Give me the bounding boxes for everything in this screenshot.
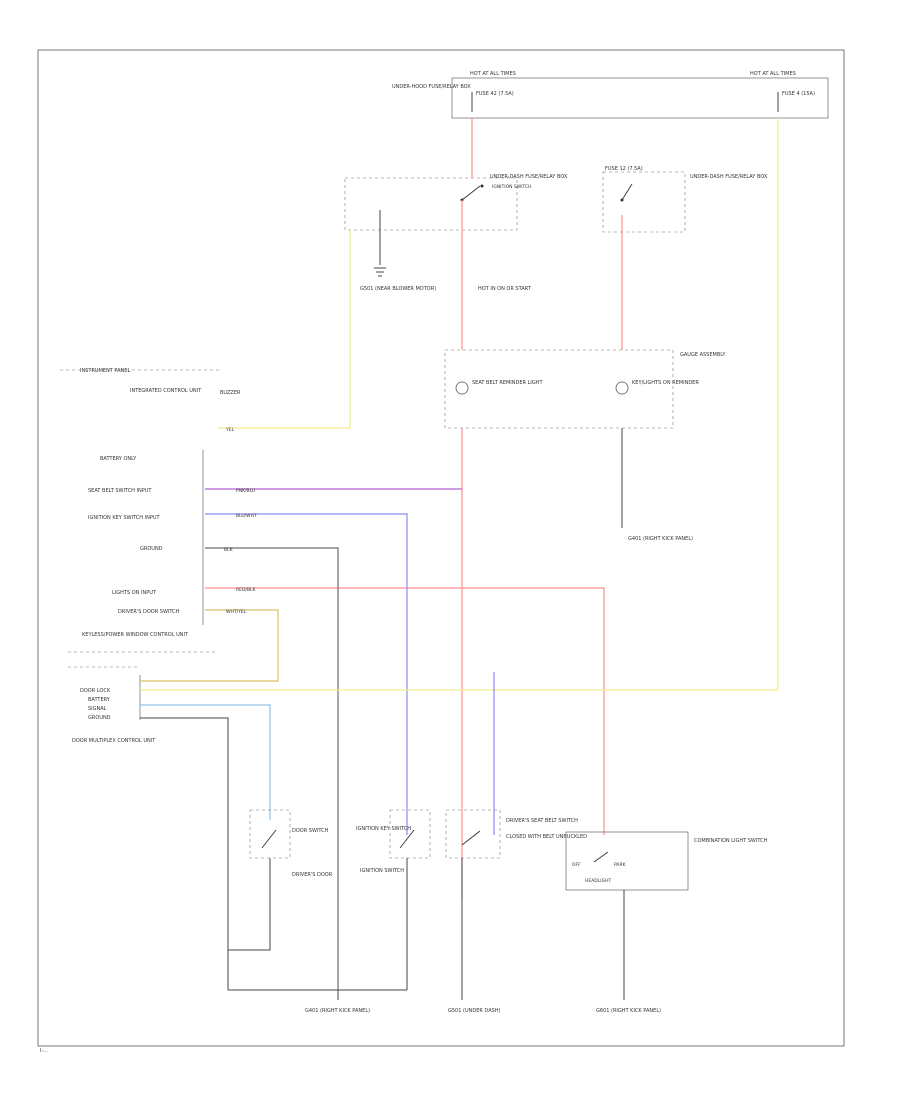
wire-tan-door bbox=[140, 609, 279, 682]
ground-bottom-right-label: G601 (RIGHT KICK PANEL) bbox=[596, 1008, 661, 1014]
seat-belt-indicator-label: SEAT BELT REMINDER LIGHT bbox=[472, 380, 543, 386]
ground-g401-upper: G401 (RIGHT KICK PANEL) bbox=[621, 428, 693, 542]
seat-belt-bulb-icon bbox=[455, 381, 469, 395]
wire-red-lights-on bbox=[205, 587, 605, 835]
wire-yellow-label: YEL bbox=[225, 427, 235, 433]
ground-g501: G501 (NEAR BLOWER MOTOR) bbox=[360, 210, 436, 292]
key-reminder-bulb-icon bbox=[615, 381, 629, 395]
pin-dl-1-label: DOOR LOCK bbox=[80, 688, 111, 694]
pin-seat-belt-label: SEAT BELT SWITCH INPUT bbox=[88, 488, 152, 494]
driver-door-switch: DOOR SWITCH DRIVER'S DOOR bbox=[249, 809, 333, 878]
door-switch-label: DOOR SWITCH bbox=[292, 828, 329, 834]
wire-red-label: RED/BLK bbox=[236, 587, 257, 593]
combination-head-label: HEADLIGHT bbox=[585, 878, 611, 884]
underhood-fuse-box: HOT AT ALL TIMES HOT AT ALL TIMES UNDER-… bbox=[392, 71, 829, 119]
pin-door-label: DRIVER'S DOOR SWITCH bbox=[118, 609, 180, 615]
combination-park-label: PARK bbox=[614, 862, 627, 868]
pin-key-label: IGNITION KEY SWITCH INPUT bbox=[88, 515, 161, 521]
wire-ground-bus bbox=[228, 989, 407, 1000]
ign-switch-label: IGNITION SWITCH bbox=[492, 184, 532, 190]
gauge-assembly: GAUGE ASSEMBLY SEAT BELT REMINDER LIGHT … bbox=[444, 349, 726, 429]
combination-off-label: OFF bbox=[572, 862, 581, 868]
ground-bottom-mid-label: G501 (UNDER DASH) bbox=[448, 1008, 501, 1014]
seat-belt-switch: DRIVER'S SEAT BELT SWITCH CLOSED WITH BE… bbox=[445, 809, 587, 859]
dash-relay-label: UNDER-DASH FUSE/RELAY BOX bbox=[690, 174, 768, 180]
under-dash-relay-box: FUSE 12 (7.5A) UNDER-DASH FUSE/RELAY BOX bbox=[602, 166, 768, 233]
battery-only-label: BATTERY ONLY bbox=[100, 456, 137, 462]
buzzer-label: BUZZER bbox=[220, 390, 241, 396]
wire-yellow-long bbox=[140, 118, 779, 691]
ignition-switch-box: UNDER-DASH FUSE/RELAY BOX IGNITION SWITC… bbox=[344, 174, 568, 231]
diagram-frame bbox=[37, 49, 845, 1047]
wire-purple-label: PNK/BLU bbox=[236, 488, 255, 494]
key-switch-dev-sub-label: IGNITION SWITCH bbox=[360, 868, 404, 874]
wire-lightblue-door bbox=[140, 704, 271, 820]
integrated-control-unit: INSTRUMENT PANEL INTEGRATED CONTROL UNIT… bbox=[60, 368, 241, 653]
door-indicator-label: KEY/LIGHTS ON REMINDER bbox=[632, 380, 699, 386]
pin-dl-3-label: SIGNAL bbox=[88, 706, 107, 712]
combination-switch-label: COMBINATION LIGHT SWITCH bbox=[694, 838, 768, 844]
key-switch-label: UNDER-DASH FUSE/RELAY BOX bbox=[490, 174, 568, 180]
wire-black-left bbox=[140, 717, 229, 990]
indicator-ground-label: G401 (RIGHT KICK PANEL) bbox=[628, 536, 693, 542]
instrument-panel-label: INSTRUMENT PANEL bbox=[80, 368, 130, 374]
ignition-key-switch: IGNITION KEY SWITCH IGNITION SWITCH bbox=[356, 809, 431, 874]
pin-ground-label: GROUND bbox=[140, 546, 163, 552]
footer-code: I-... bbox=[40, 1048, 48, 1054]
wire-gray-label: BLK bbox=[224, 547, 234, 553]
key-switch-dev-label: IGNITION KEY SWITCH bbox=[356, 826, 411, 832]
keyless-control-unit: KEYLESS/POWER WINDOW CONTROL UNIT DOOR L… bbox=[68, 632, 189, 744]
ground-bottom-left-label: G401 (RIGHT KICK PANEL) bbox=[305, 1008, 370, 1014]
wire-blue-key bbox=[205, 513, 408, 835]
integrated-ctrl-label: INTEGRATED CONTROL UNIT bbox=[130, 388, 202, 394]
fuse-a-label: FUSE 42 (7.5A) bbox=[476, 91, 514, 97]
keyless-unit-label: KEYLESS/POWER WINDOW CONTROL UNIT bbox=[82, 632, 189, 638]
driver-door-label: DRIVER'S DOOR bbox=[292, 872, 333, 878]
wire-yellow-relay bbox=[218, 230, 351, 429]
fuse-b-label: FUSE 4 (15A) bbox=[782, 91, 815, 97]
underhood-fuse-label: UNDER-HOOD FUSE/RELAY BOX bbox=[392, 84, 471, 90]
gauge-assembly-label: GAUGE ASSEMBLY bbox=[680, 352, 726, 358]
pin-light-label: LIGHTS ON INPUT bbox=[112, 590, 157, 596]
wire-gray-ground bbox=[205, 547, 339, 990]
door-lock-unit-label: DOOR MULTIPLEX CONTROL UNIT bbox=[72, 738, 156, 744]
pin-dl-4-label: GROUND bbox=[88, 715, 111, 721]
wire-tan-label: WHT/YEL bbox=[226, 609, 247, 615]
combination-light-switch: OFF PARK HEADLIGHT COMBINATION LIGHT SWI… bbox=[565, 831, 768, 891]
fuse-c-label: FUSE 12 (7.5A) bbox=[605, 166, 643, 172]
wire-door-to-ground bbox=[228, 858, 271, 951]
seat-belt-switch-label: DRIVER'S SEAT BELT SWITCH bbox=[506, 818, 578, 824]
ground-g501-label: G501 (NEAR BLOWER MOTOR) bbox=[360, 286, 436, 292]
fuse-top-left-label: HOT AT ALL TIMES bbox=[470, 71, 516, 77]
hot-run-label: HOT IN ON OR START bbox=[478, 286, 532, 292]
fuse-top-right-label: HOT AT ALL TIMES bbox=[750, 71, 796, 77]
pin-dl-2-label: BATTERY bbox=[88, 697, 111, 703]
wire-blue-label: BLU/WHT bbox=[236, 513, 257, 519]
seat-belt-buckle-label: CLOSED WITH BELT UNBUCKLED bbox=[506, 834, 587, 840]
